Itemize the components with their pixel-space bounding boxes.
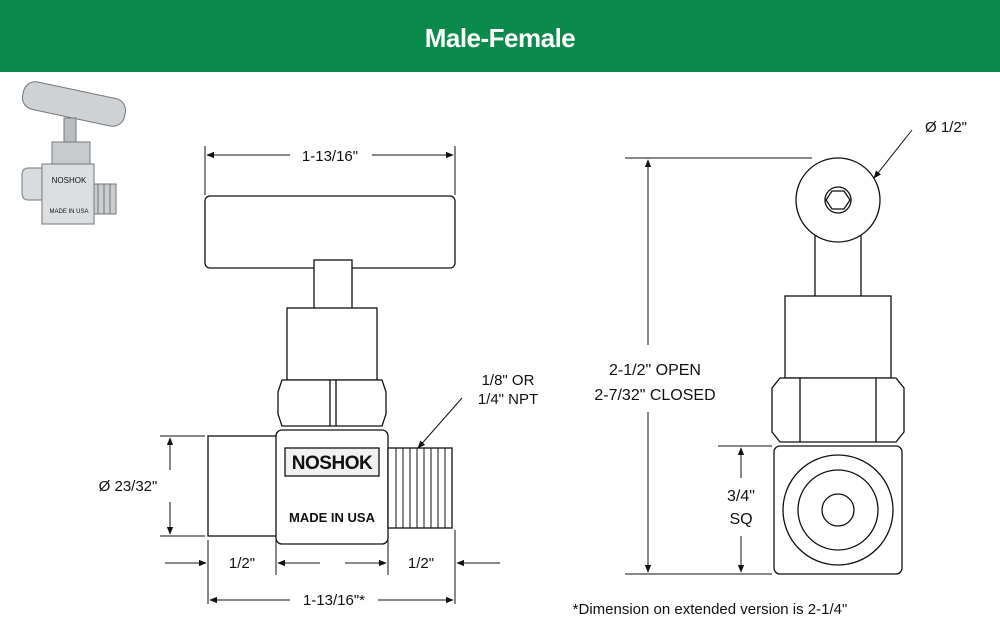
- bonnet: [286, 307, 378, 381]
- overall-length-label: 1-13/16"*: [303, 592, 365, 609]
- body-stamp-text: MADE IN USA: [289, 510, 376, 525]
- male-thread: [387, 447, 453, 529]
- front-view: [204, 195, 456, 545]
- header-banner: [0, 0, 1000, 72]
- right-length-label: 1/2": [408, 555, 434, 572]
- side-bonnet: [784, 295, 892, 379]
- handle-diameter-leader: [873, 129, 913, 179]
- diameter-label: Ø 23/32": [99, 478, 158, 495]
- left-length-label: 1/2": [229, 555, 255, 572]
- logo-box: [284, 447, 380, 477]
- port-label-line2: 1/4" NPT: [478, 391, 538, 408]
- product-photo: NOSHOK MADE IN USA: [21, 81, 127, 225]
- footnote: *Dimension on extended version is 2-1/4": [573, 601, 848, 618]
- handle-diameter-label: Ø 1/2": [925, 119, 967, 136]
- hex-nut: [277, 379, 387, 427]
- side-hex-nut: [771, 377, 905, 443]
- side-view: [771, 157, 905, 575]
- square-size-line2: SQ: [729, 511, 752, 528]
- port-label-line1: 1/8" OR: [482, 372, 535, 389]
- stem: [313, 259, 353, 311]
- port-leader: [417, 397, 463, 449]
- height-open-label: 2-1/2" OPEN: [609, 362, 701, 379]
- height-closed-label: 2-7/32" CLOSED: [594, 387, 715, 404]
- page-title: Male-Female: [424, 23, 576, 53]
- body-logo-text: NOSHOK: [292, 453, 373, 474]
- top-width-label: 1-13/16": [302, 148, 358, 165]
- square-size-line1: 3/4": [727, 488, 755, 505]
- female-end: [207, 435, 279, 537]
- valve-body: [275, 429, 389, 545]
- t-handle: [204, 195, 456, 269]
- photo-stamp-text: MADE IN USA: [49, 209, 88, 215]
- photo-logo-text: NOSHOK: [52, 176, 87, 185]
